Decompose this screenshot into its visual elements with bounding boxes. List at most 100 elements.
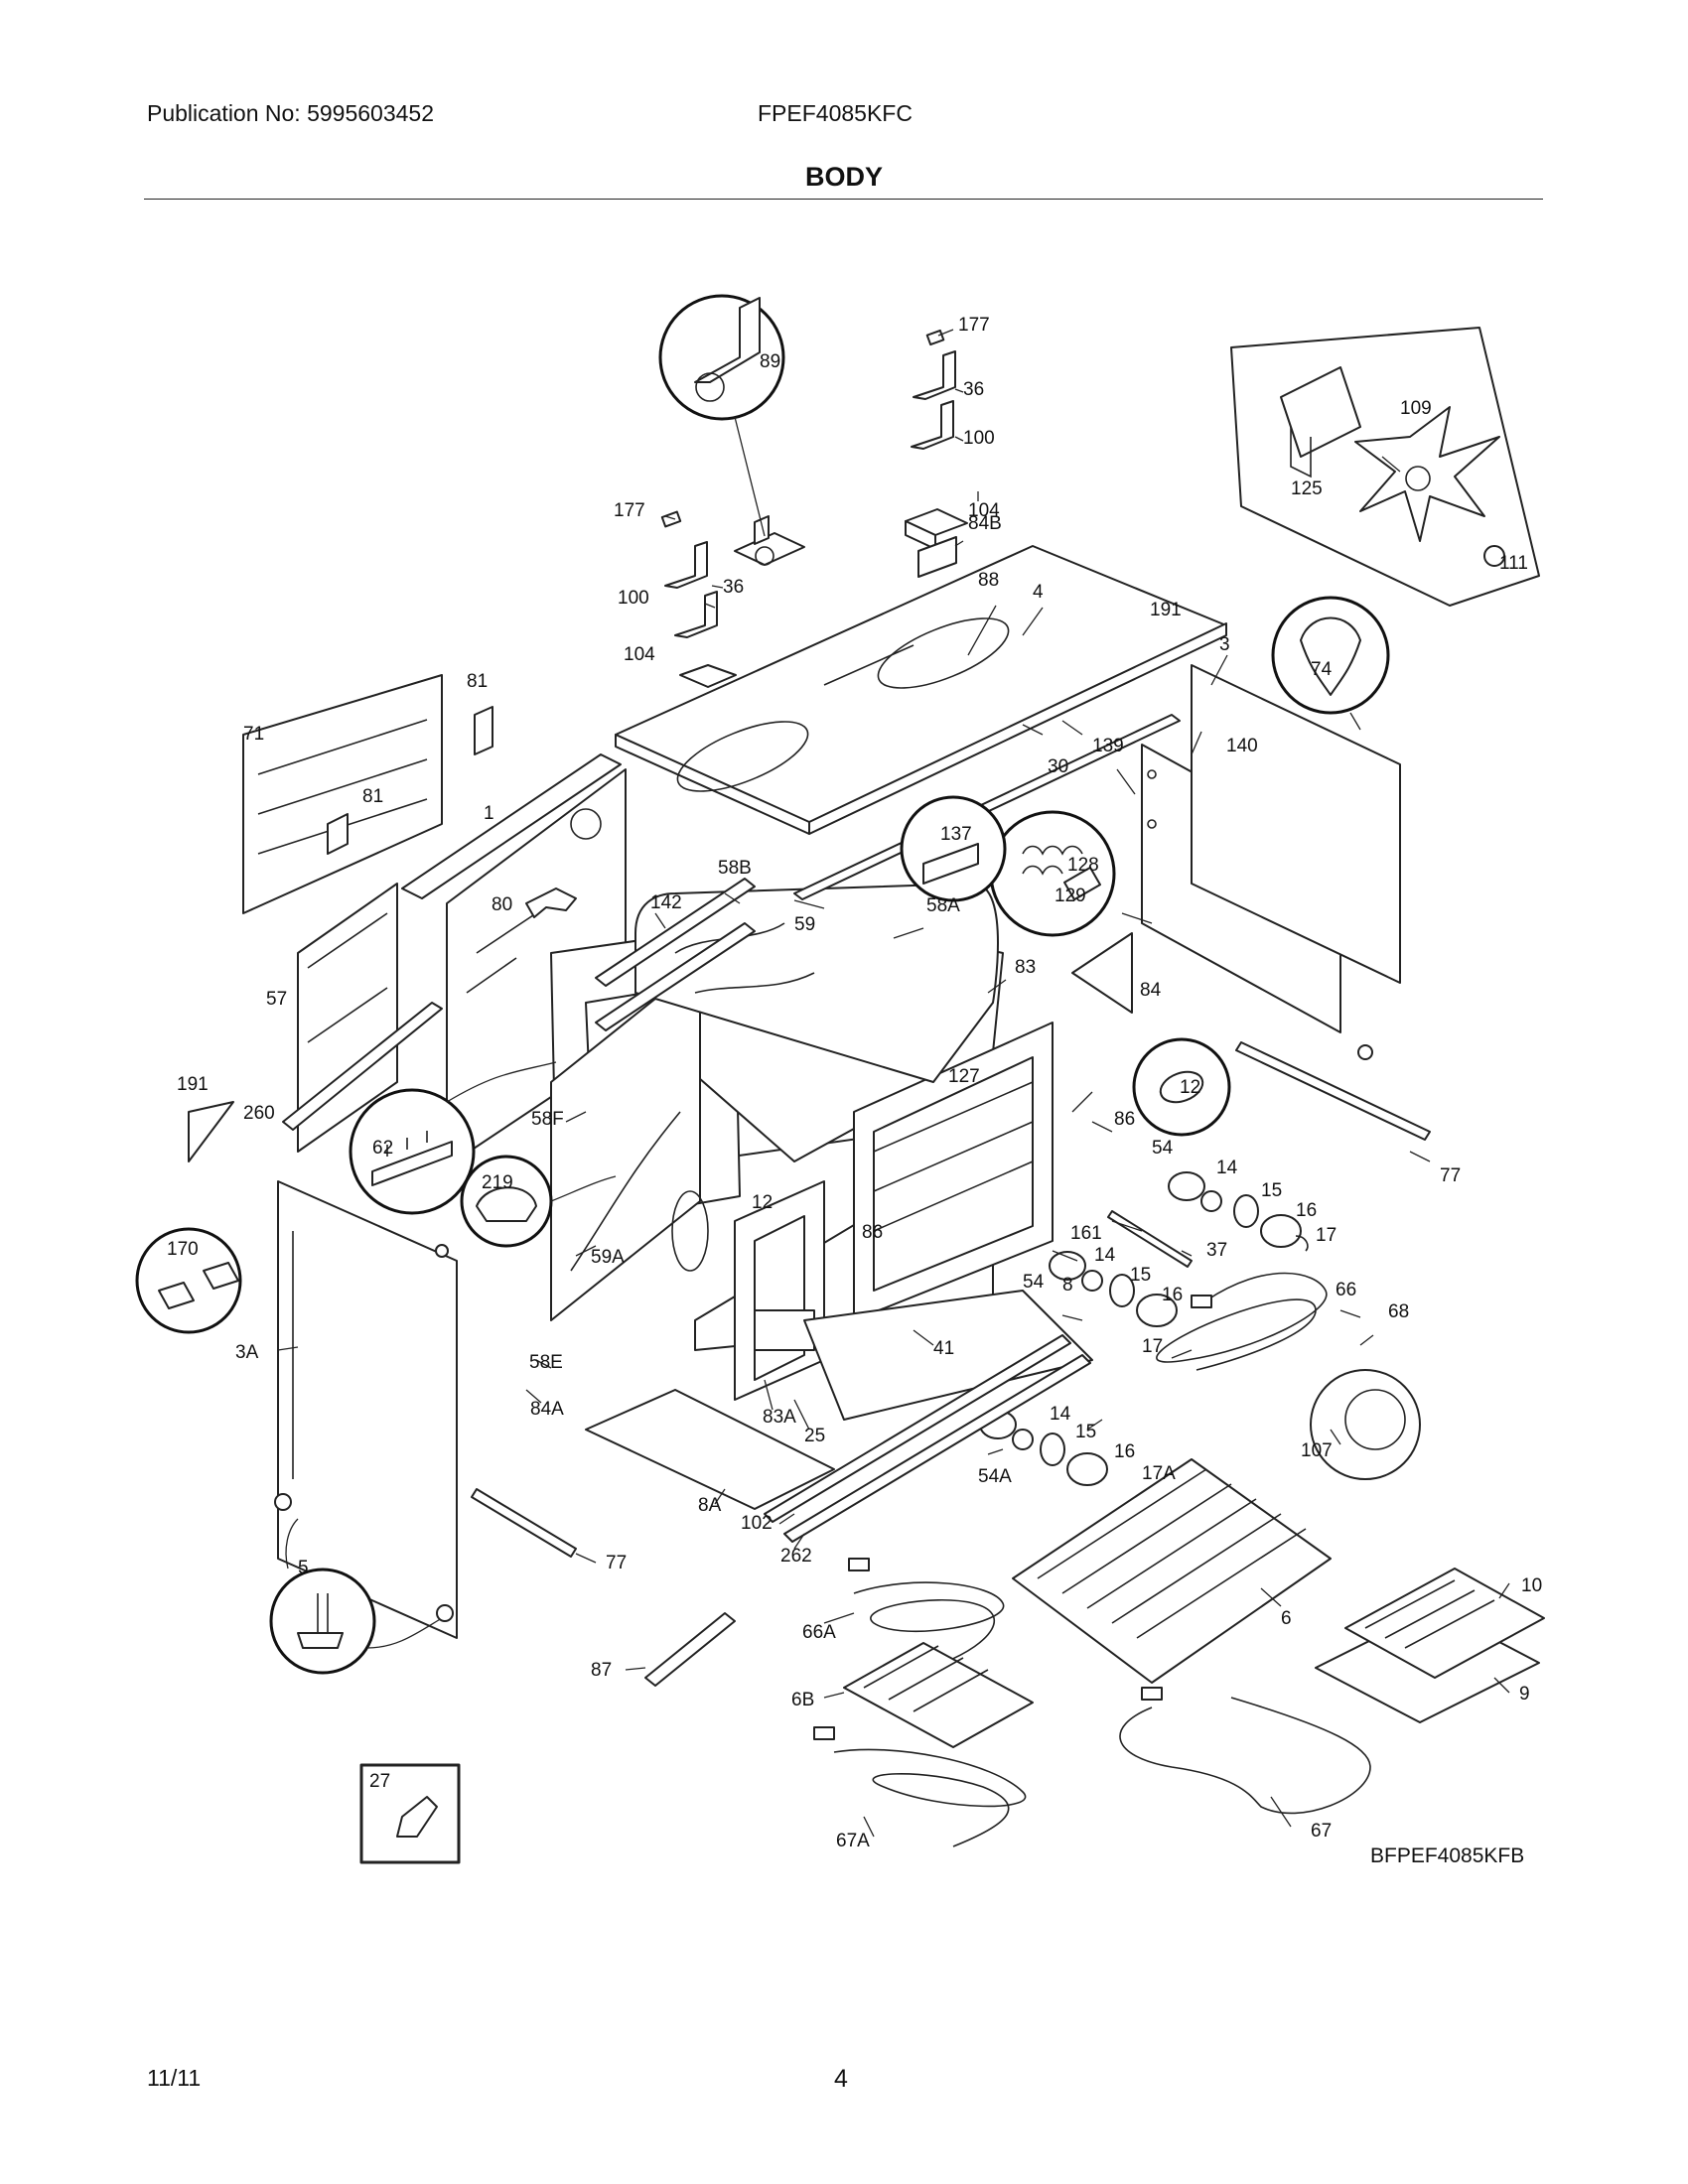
part-label-137: 137 bbox=[940, 824, 972, 845]
bottom-panel-8A bbox=[585, 1389, 835, 1510]
part-label-84B: 84B bbox=[968, 513, 1002, 534]
part-label-128: 128 bbox=[1067, 855, 1099, 876]
leveling-leg bbox=[274, 1493, 454, 1622]
part-label-68: 68 bbox=[1388, 1301, 1409, 1322]
part-labels: 177361008910484B177361001048841913741091… bbox=[167, 315, 1542, 1851]
part-label-129: 129 bbox=[1055, 886, 1086, 906]
part-label-59A: 59A bbox=[591, 1247, 625, 1268]
top-panel bbox=[615, 545, 1227, 835]
part-label-10: 10 bbox=[1521, 1575, 1542, 1596]
part-label-67A: 67A bbox=[836, 1831, 870, 1851]
part-label-81: 81 bbox=[467, 671, 488, 692]
part-label-89: 89 bbox=[760, 351, 780, 372]
strip-142 bbox=[595, 922, 756, 1031]
bottom-panel-8 bbox=[803, 1290, 1093, 1421]
top-block-right bbox=[905, 508, 968, 578]
part-label-12: 12 bbox=[752, 1192, 773, 1213]
part-label-17: 17 bbox=[1142, 1336, 1163, 1357]
inset-5 bbox=[269, 1518, 443, 1675]
part-label-84: 84 bbox=[1140, 980, 1162, 1001]
part-label-67: 67 bbox=[1311, 1821, 1332, 1842]
inset-62 bbox=[349, 1061, 557, 1215]
part-label-62: 62 bbox=[372, 1138, 393, 1159]
part-label-15: 15 bbox=[1075, 1422, 1096, 1442]
publication-number: Publication No: 5995603452 bbox=[147, 100, 435, 126]
leader-lines bbox=[277, 329, 1510, 1838]
part-label-140: 140 bbox=[1226, 736, 1258, 756]
part-label-12: 12 bbox=[1180, 1077, 1200, 1098]
element-67 bbox=[1119, 1687, 1371, 1815]
part-label-14: 14 bbox=[1050, 1404, 1071, 1425]
part-label-142: 142 bbox=[650, 892, 682, 913]
frame-83A bbox=[734, 1180, 825, 1401]
part-label-57: 57 bbox=[266, 989, 287, 1010]
part-label-17A: 17A bbox=[1142, 1463, 1176, 1484]
oven-front-frame bbox=[853, 1022, 1054, 1321]
part-label-260: 260 bbox=[243, 1103, 275, 1124]
switch-assembly bbox=[734, 515, 805, 566]
part-label-54A: 54A bbox=[978, 1466, 1012, 1487]
footer-date: 11/11 bbox=[147, 2065, 202, 2091]
part-label-1: 1 bbox=[484, 803, 494, 824]
part-label-177: 177 bbox=[958, 315, 990, 336]
bracket-81 bbox=[474, 706, 493, 755]
part-label-87: 87 bbox=[591, 1660, 612, 1681]
part-label-36: 36 bbox=[963, 379, 984, 400]
part-label-100: 100 bbox=[963, 428, 995, 449]
part-label-102: 102 bbox=[741, 1513, 773, 1534]
side-panel-84 bbox=[1071, 932, 1133, 1014]
part-label-161: 161 bbox=[1070, 1223, 1102, 1244]
inset-12 bbox=[1132, 1037, 1231, 1137]
lamp-assembly-middle bbox=[1049, 1251, 1178, 1327]
part-label-83: 83 bbox=[1015, 957, 1036, 978]
part-label-71: 71 bbox=[243, 724, 264, 745]
part-label-37: 37 bbox=[1206, 1240, 1227, 1261]
rod-37 bbox=[1107, 1210, 1193, 1268]
broiler-pan bbox=[1315, 1568, 1545, 1723]
part-label-54: 54 bbox=[1152, 1138, 1174, 1159]
trim-77-left bbox=[471, 1488, 577, 1558]
inset-fan-motor bbox=[1230, 327, 1540, 607]
trim-77-right bbox=[1235, 1041, 1431, 1141]
part-label-109: 109 bbox=[1400, 398, 1432, 419]
part-label-6: 6 bbox=[1281, 1608, 1292, 1629]
part-label-74: 74 bbox=[1311, 659, 1333, 680]
header-divider bbox=[144, 199, 1543, 200]
part-label-139: 139 bbox=[1092, 736, 1124, 756]
inset-switch bbox=[658, 294, 785, 537]
part-label-86: 86 bbox=[1114, 1109, 1135, 1130]
part-label-16: 16 bbox=[1114, 1441, 1135, 1462]
inset-170 bbox=[135, 1227, 242, 1334]
part-label-15: 15 bbox=[1261, 1180, 1282, 1201]
bracket-191-left bbox=[188, 1101, 234, 1162]
model-number: FPEF4085KFC bbox=[758, 100, 913, 126]
top-brackets-right bbox=[911, 329, 956, 450]
page-title: BODY bbox=[804, 162, 883, 192]
part-label-16: 16 bbox=[1296, 1200, 1317, 1221]
part-label-125: 125 bbox=[1291, 478, 1323, 499]
part-label-111: 111 bbox=[1499, 553, 1528, 574]
part-label-9: 9 bbox=[1519, 1684, 1530, 1705]
part-label-58E: 58E bbox=[529, 1352, 563, 1373]
part-label-104: 104 bbox=[624, 644, 655, 665]
inset-74 bbox=[1271, 596, 1390, 731]
element-66A bbox=[848, 1558, 1005, 1664]
part-label-36: 36 bbox=[723, 577, 744, 598]
fan-cover bbox=[1310, 1369, 1421, 1480]
part-label-8A: 8A bbox=[698, 1495, 722, 1516]
part-label-107: 107 bbox=[1301, 1440, 1333, 1461]
part-label-88: 88 bbox=[978, 570, 999, 591]
part-label-58F: 58F bbox=[531, 1109, 564, 1130]
part-label-4: 4 bbox=[1033, 582, 1044, 603]
side-panel-right bbox=[1141, 664, 1401, 1060]
part-label-8: 8 bbox=[1062, 1275, 1073, 1296]
part-label-84A: 84A bbox=[530, 1399, 564, 1420]
part-label-17: 17 bbox=[1316, 1225, 1336, 1246]
part-label-219: 219 bbox=[482, 1172, 513, 1193]
part-label-191: 191 bbox=[177, 1074, 209, 1095]
part-label-81: 81 bbox=[362, 786, 383, 807]
part-label-30: 30 bbox=[1048, 756, 1068, 777]
part-label-3: 3 bbox=[1219, 634, 1230, 655]
part-label-5: 5 bbox=[298, 1558, 309, 1578]
element-67A bbox=[813, 1726, 1027, 1847]
